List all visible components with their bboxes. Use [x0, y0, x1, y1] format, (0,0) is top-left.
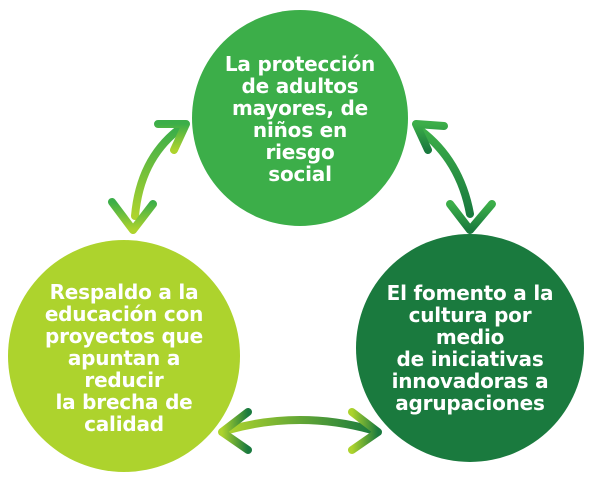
arrow-left-top	[108, 120, 190, 234]
node-top-line: La protección	[224, 52, 376, 76]
node-right-line: cultura por medio	[408, 303, 532, 349]
node-left-line: apuntan a reducir	[67, 346, 181, 392]
node-left-line: Respaldo a la	[49, 280, 199, 304]
node-left-line: calidad	[84, 412, 164, 436]
node-right-line: El fomento a la	[386, 281, 554, 305]
node-right-line: de iniciativas	[396, 347, 544, 371]
arrowhead-left-top-down	[108, 198, 157, 234]
node-top-line: de adultos	[241, 74, 359, 98]
arrowhead-bottom-right	[348, 408, 382, 454]
node-label-right: El fomento a la cultura por medio de ini…	[380, 278, 560, 418]
node-top-line: niños en riesgo	[252, 118, 348, 164]
node-left-line: proyectos que	[44, 324, 204, 348]
node-right-line: agrupaciones	[395, 391, 545, 415]
node-label-top: La protección de adultos mayores, de niñ…	[218, 52, 382, 186]
circle-left	[8, 240, 240, 472]
node-left-line: educación con	[44, 302, 204, 326]
arrow-top-right	[412, 120, 496, 234]
arrowhead-left-top-up	[154, 120, 190, 154]
arrowhead-bottom-left	[218, 408, 252, 454]
node-left-line: la brecha de	[55, 390, 193, 414]
arrowhead-top-right-up	[412, 120, 448, 154]
node-top-line: social	[268, 162, 332, 186]
node-right-line: innovadoras a	[391, 369, 549, 393]
circle-right	[356, 234, 584, 462]
node-top-line: mayores, de	[231, 96, 369, 120]
circle-top	[192, 10, 408, 226]
arrowhead-top-right-down	[446, 200, 496, 234]
node-label-left: Respaldo a la educación con proyectos qu…	[36, 278, 212, 438]
arrow-bottom	[218, 408, 382, 454]
